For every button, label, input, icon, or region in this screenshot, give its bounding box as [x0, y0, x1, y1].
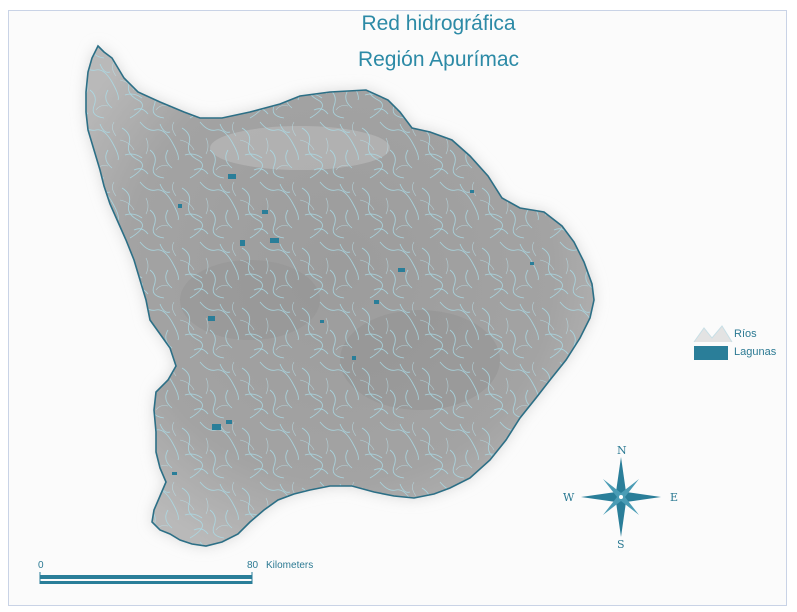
- compass-north-label: N: [617, 444, 627, 457]
- river-network: [86, 46, 594, 546]
- map-subtitle: Región Apurímac: [357, 48, 520, 71]
- legend-label-rivers: Ríos: [734, 328, 757, 340]
- compass-east-label: E: [670, 491, 679, 504]
- region-boundary: [85, 44, 595, 547]
- compass-rose-icon: [581, 457, 661, 537]
- scale-end-label: 80: [247, 560, 259, 571]
- legend: [693, 325, 733, 360]
- lagoon-fill-icon: [694, 346, 728, 360]
- lagoons: [172, 174, 534, 475]
- scale-unit-label: Kilometers: [266, 560, 314, 571]
- river-line-icon: [693, 325, 733, 343]
- scale-start-label: 0: [38, 560, 44, 571]
- scale-bar: [39, 572, 253, 584]
- compass-south-label: S: [617, 538, 625, 551]
- legend-label-lagoons: Lagunas: [734, 346, 777, 358]
- map-title: Red hidrográfica: [361, 12, 516, 35]
- compass-west-label: W: [563, 491, 575, 504]
